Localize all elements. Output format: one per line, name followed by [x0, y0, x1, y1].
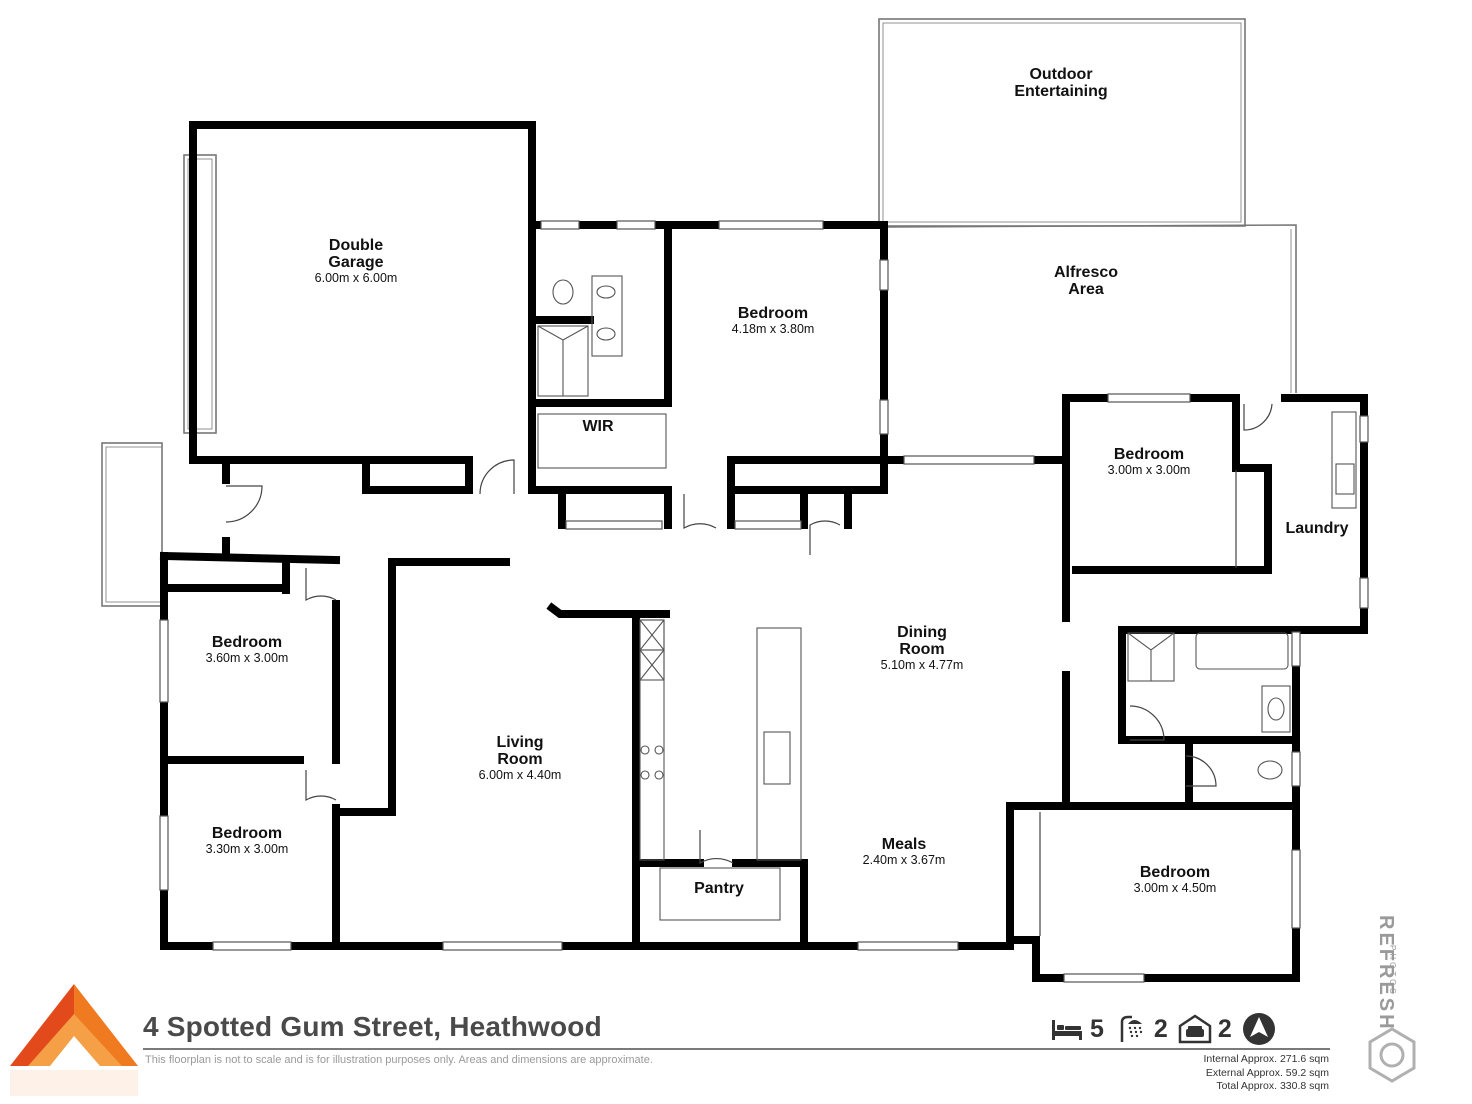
ensuite-toilet	[552, 279, 574, 305]
room-dimensions: 6.00m x 6.00m	[315, 271, 398, 285]
room-name: Room	[497, 751, 542, 768]
brand-emblem-icon	[1368, 1027, 1416, 1083]
room-name: Garage	[328, 254, 383, 271]
room-dimensions: 6.00m x 4.40m	[479, 768, 562, 782]
room-label-pantry: Pantry	[694, 880, 744, 897]
room-dimensions: 3.30m x 3.00m	[206, 842, 289, 856]
room-name: Bedroom	[738, 305, 808, 322]
wc-toilet	[1257, 760, 1283, 780]
room-dimensions: 3.00m x 3.00m	[1108, 463, 1191, 477]
fixtures	[537, 275, 1357, 921]
photographer-brand: REFRESH PHOTOS	[1356, 915, 1432, 1095]
internal-area: Internal Approx. 271.6 sqm	[1203, 1053, 1330, 1065]
outdoor-outlines	[101, 18, 1297, 607]
room-name: Bedroom	[212, 634, 282, 651]
car-count-value: 2	[1217, 1014, 1232, 1043]
room-name: Meals	[882, 836, 927, 853]
bed-icon	[1052, 1020, 1082, 1040]
room-name: Dining	[897, 624, 947, 641]
bathroom-count: 2	[1114, 1014, 1168, 1044]
room-dimensions: 3.00m x 4.50m	[1134, 881, 1217, 895]
room-name: Entertaining	[1014, 83, 1107, 100]
room-dimensions: 4.18m x 3.80m	[732, 322, 815, 336]
external-area: External Approx. 59.2 sqm	[1205, 1066, 1329, 1079]
shower-icon	[1120, 1015, 1143, 1042]
agency-logo	[10, 984, 138, 1096]
room-name: Alfresco	[1054, 264, 1118, 281]
room-dimensions: 3.60m x 3.00m	[206, 651, 289, 665]
brand-sub: PHOTOS	[1388, 945, 1397, 997]
garage-icon	[1178, 1014, 1212, 1044]
room-name: Double	[329, 237, 383, 254]
area-summary: Internal Approx. 271.6 sqm External Appr…	[1204, 1053, 1330, 1094]
windows	[159, 220, 1369, 983]
bathroom-count-value: 2	[1153, 1014, 1168, 1043]
compass-icon	[1242, 1013, 1275, 1045]
doors	[225, 403, 1273, 936]
room-name: Room	[899, 641, 944, 658]
divider	[143, 1048, 1330, 1050]
total-area: Total Approx. 330.8 sqm	[1216, 1080, 1329, 1092]
bath-tub	[1195, 632, 1289, 670]
room-label-laundry: Laundry	[1285, 520, 1348, 537]
disclaimer-text: This floorplan is not to scale and is fo…	[145, 1054, 653, 1066]
room-name: Laundry	[1285, 520, 1348, 537]
room-name: Outdoor	[1029, 66, 1092, 83]
brand-name: REFRESH	[1375, 915, 1397, 1032]
room-name: WIR	[582, 418, 614, 435]
car-count: 2	[1178, 1014, 1232, 1044]
room-name: Living	[496, 734, 543, 751]
room-dimensions: 5.10m x 4.77m	[881, 658, 964, 672]
room-name: Bedroom	[212, 825, 282, 842]
room-label-wir: WIR	[582, 418, 614, 435]
bedroom-count-value: 5	[1090, 1014, 1104, 1043]
room-name: Bedroom	[1140, 864, 1210, 881]
room-name: Bedroom	[1114, 446, 1184, 463]
room-dimensions: 2.40m x 3.67m	[863, 853, 946, 867]
property-address: 4 Spotted Gum Street, Heathwood	[143, 1011, 602, 1042]
bedroom-count: 5	[1050, 1014, 1104, 1044]
room-name: Area	[1068, 281, 1104, 298]
property-stats: 5 2 2	[1050, 1012, 1276, 1046]
room-name: Pantry	[694, 880, 744, 897]
